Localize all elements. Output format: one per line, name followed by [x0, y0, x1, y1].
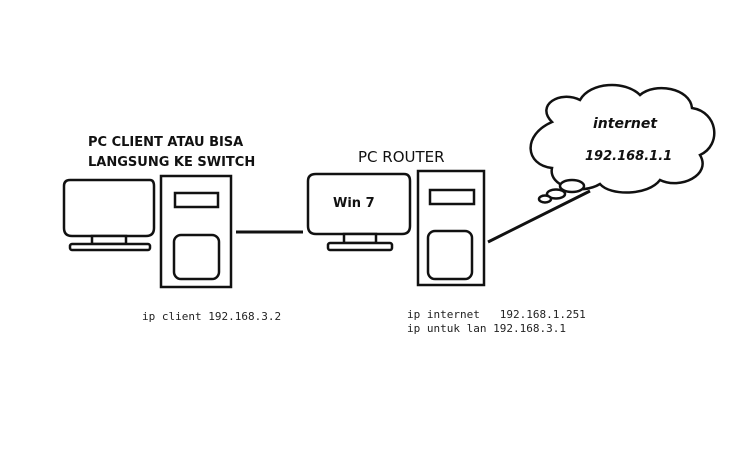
- router-pc: [306, 169, 486, 287]
- client-monitor-base: [68, 242, 152, 252]
- client-monitor: [62, 178, 156, 238]
- client-pc: [62, 174, 233, 289]
- router-tower-drive: [428, 188, 476, 206]
- router-ip-internet: ip internet 192.168.1.251: [407, 308, 586, 321]
- cloud-ip: 192.168.1.1: [585, 149, 672, 164]
- client-tower-drive: [173, 191, 220, 209]
- router-tower-panel: [426, 229, 474, 281]
- router-monitor: [306, 172, 412, 236]
- cloud-bubble-small: [537, 194, 553, 204]
- internet-cloud: [529, 83, 716, 204]
- cloud-bubble-medium: [545, 188, 567, 200]
- link-router-internet: [487, 189, 591, 244]
- cloud-shape: [529, 83, 716, 194]
- router-monitor-stand: [342, 232, 378, 245]
- client-title-line2: LANGSUNG KE SWITCH: [88, 155, 255, 170]
- cloud-bubble-large: [558, 178, 586, 194]
- client-tower-panel: [172, 233, 221, 281]
- router-screen-text: Win 7: [333, 196, 375, 211]
- router-monitor-base: [326, 241, 394, 252]
- cloud-title: internet: [593, 116, 658, 132]
- router-ip-lan: ip untuk lan 192.168.3.1: [407, 322, 566, 335]
- router-title: PC ROUTER: [358, 148, 445, 166]
- client-ip-label: ip client 192.168.3.2: [142, 310, 281, 323]
- client-title-line1: PC CLIENT ATAU BISA: [88, 135, 243, 150]
